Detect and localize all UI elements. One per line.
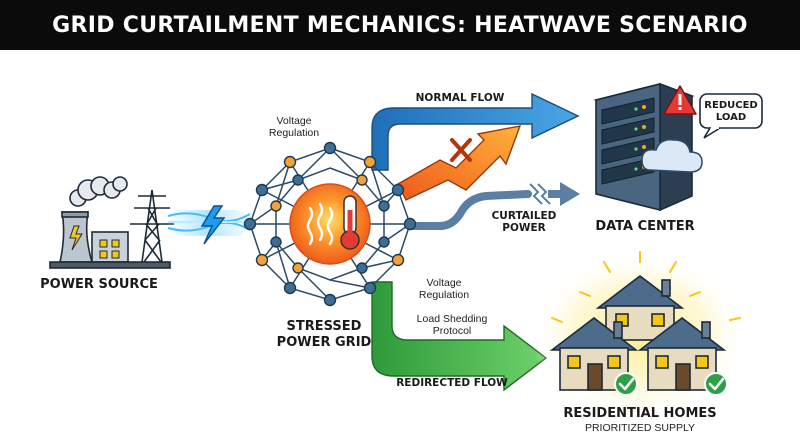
blocked-flow-arrow: [397, 125, 522, 201]
power-plant-icon: [49, 176, 171, 269]
warning-icon: [663, 85, 697, 115]
residential-homes-label: RESIDENTIAL HOMES: [563, 406, 716, 421]
reduced-load-line1: REDUCED: [704, 100, 757, 111]
voltage-regulation-right-line1: Voltage: [426, 277, 461, 289]
voltage-regulation-right-line2: Regulation: [419, 289, 469, 301]
curtailed-flow-arrow: [408, 182, 580, 230]
prioritized-supply-label: PRIORITIZED SUPPLY: [585, 422, 695, 434]
thermometer-icon: [340, 195, 360, 250]
redirected-flow-arrow: [371, 281, 548, 392]
data-center-label: DATA CENTER: [595, 219, 694, 234]
grid-nodes: [243, 141, 417, 307]
house-icon: [549, 316, 639, 391]
curtailed-flow-label-line1: CURTAILED: [492, 210, 557, 222]
heat-waves-icon: [306, 202, 334, 246]
stressed-grid-label-line2: POWER GRID: [277, 335, 372, 350]
page-title: GRID CURTAILMENT MECHANICS: HEATWAVE SCE…: [0, 0, 800, 50]
cloud-icon: [641, 138, 703, 173]
server-rack-icon: [593, 82, 695, 212]
checkmark-icon: [614, 372, 638, 396]
glow-rays: [551, 251, 741, 323]
blocked-x-icon: [450, 138, 472, 162]
transmission-tower-icon: [130, 189, 174, 263]
normal-flow-label: NORMAL FLOW: [416, 92, 505, 104]
diagram-canvas: POWER SOURCE NORMAL FLOW CURTAILED POWER…: [40, 82, 763, 434]
checkmark-icon: [704, 372, 728, 396]
load-shedding-line1: Load Shedding: [417, 313, 488, 325]
lightning-icon: [200, 205, 226, 245]
heat-core: [289, 183, 371, 265]
curtailed-flow-label-line2: POWER: [502, 222, 545, 234]
stressed-grid-label-line1: STRESSED: [287, 319, 362, 334]
power-source-label: POWER SOURCE: [40, 277, 158, 292]
reduced-load-bubble: [699, 93, 763, 139]
load-shedding-line2: Protocol: [433, 325, 472, 337]
normal-flow-arrow: [371, 92, 580, 171]
reduced-load-line2: LOAD: [716, 112, 746, 123]
voltage-regulation-top-line1: Voltage: [276, 115, 311, 127]
redirected-flow-label: REDIRECTED FLOW: [396, 377, 508, 389]
voltage-regulation-top-line2: Regulation: [269, 127, 319, 139]
